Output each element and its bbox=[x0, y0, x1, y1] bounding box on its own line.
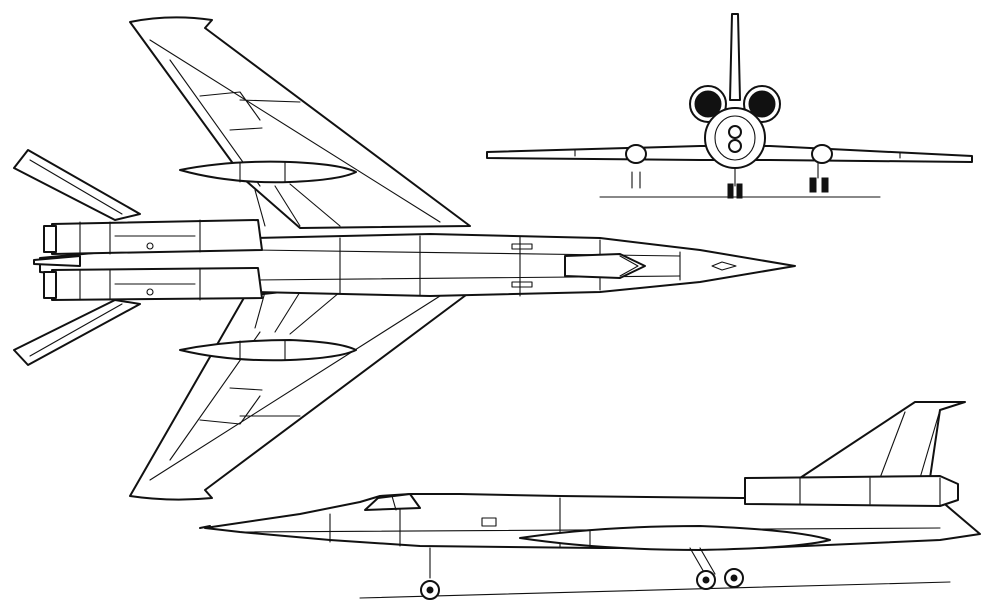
twin-engines-top bbox=[43, 219, 263, 301]
top-view bbox=[13, 16, 796, 501]
exhaust-cone bbox=[33, 255, 81, 267]
cockpit-canopy-side bbox=[364, 493, 421, 511]
main-gear bbox=[689, 547, 716, 575]
upper-tailplane bbox=[13, 149, 141, 221]
front-right-pod bbox=[811, 144, 833, 164]
side-view bbox=[199, 401, 981, 600]
engine-nacelle-side bbox=[744, 475, 959, 507]
cockpit-canopy-top bbox=[564, 253, 646, 279]
vertical-fin bbox=[799, 401, 966, 479]
lower-wing bbox=[129, 289, 471, 501]
front-fin bbox=[729, 13, 741, 101]
upper-wing bbox=[129, 16, 471, 229]
lower-wing-pod bbox=[179, 339, 357, 362]
wing-pod-side bbox=[519, 525, 831, 551]
ground-line bbox=[359, 581, 951, 599]
front-view bbox=[486, 13, 973, 199]
lower-tailplane bbox=[13, 299, 141, 366]
front-left-pod bbox=[625, 144, 647, 164]
upper-wing-pod bbox=[179, 160, 357, 184]
